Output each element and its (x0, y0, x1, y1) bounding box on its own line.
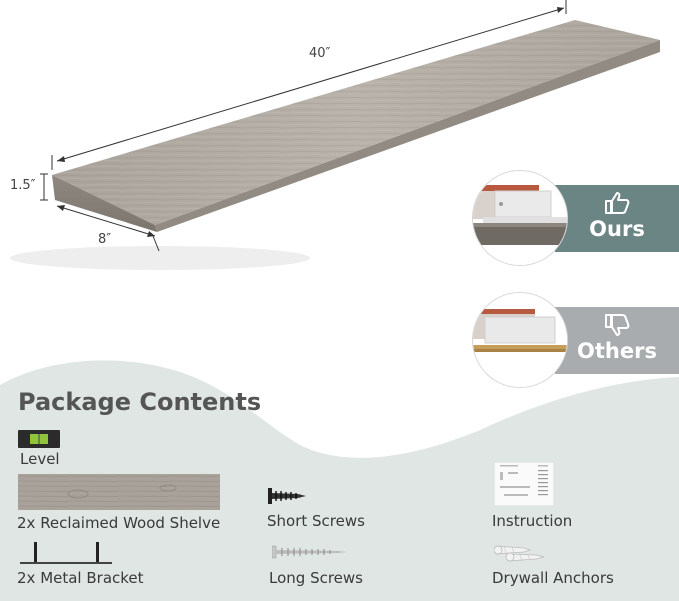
item-long-screws: Long Screws (269, 569, 363, 587)
wood-shelf-image (10, 20, 660, 270)
item-brackets: 2x Metal Bracket (17, 569, 144, 587)
others-shelf-photo (472, 292, 568, 388)
height-dimension: 1.5″ (10, 178, 36, 193)
item-instruction: Instruction (492, 512, 573, 530)
item-shelves: 2x Reclaimed Wood Shelve (17, 514, 221, 532)
ours-label: Ours (589, 217, 645, 241)
item-drywall-anchors: Drywall Anchors (492, 569, 614, 587)
metal-bracket-icon (20, 542, 112, 564)
depth-dimension: 8″ (98, 232, 112, 247)
ours-badge: Ours (555, 185, 679, 252)
others-badge: Others (555, 307, 679, 374)
ours-shelf-photo (472, 170, 568, 266)
drywall-anchor-icon (494, 545, 545, 562)
level-icon (18, 430, 60, 448)
item-level: Level (20, 450, 60, 468)
item-short-screws: Short Screws (267, 512, 365, 530)
thumbs-down-icon (605, 314, 630, 336)
dimension-lines (40, 0, 567, 252)
thumbs-up-icon (605, 192, 630, 214)
instruction-sheet-icon (494, 462, 554, 506)
package-contents-title: Package Contents (18, 388, 262, 416)
short-screw-icon (268, 488, 306, 504)
long-screw-icon (272, 545, 347, 559)
others-label: Others (577, 339, 657, 363)
wood-plank-image (18, 474, 220, 510)
length-dimension: 40″ (309, 46, 331, 61)
